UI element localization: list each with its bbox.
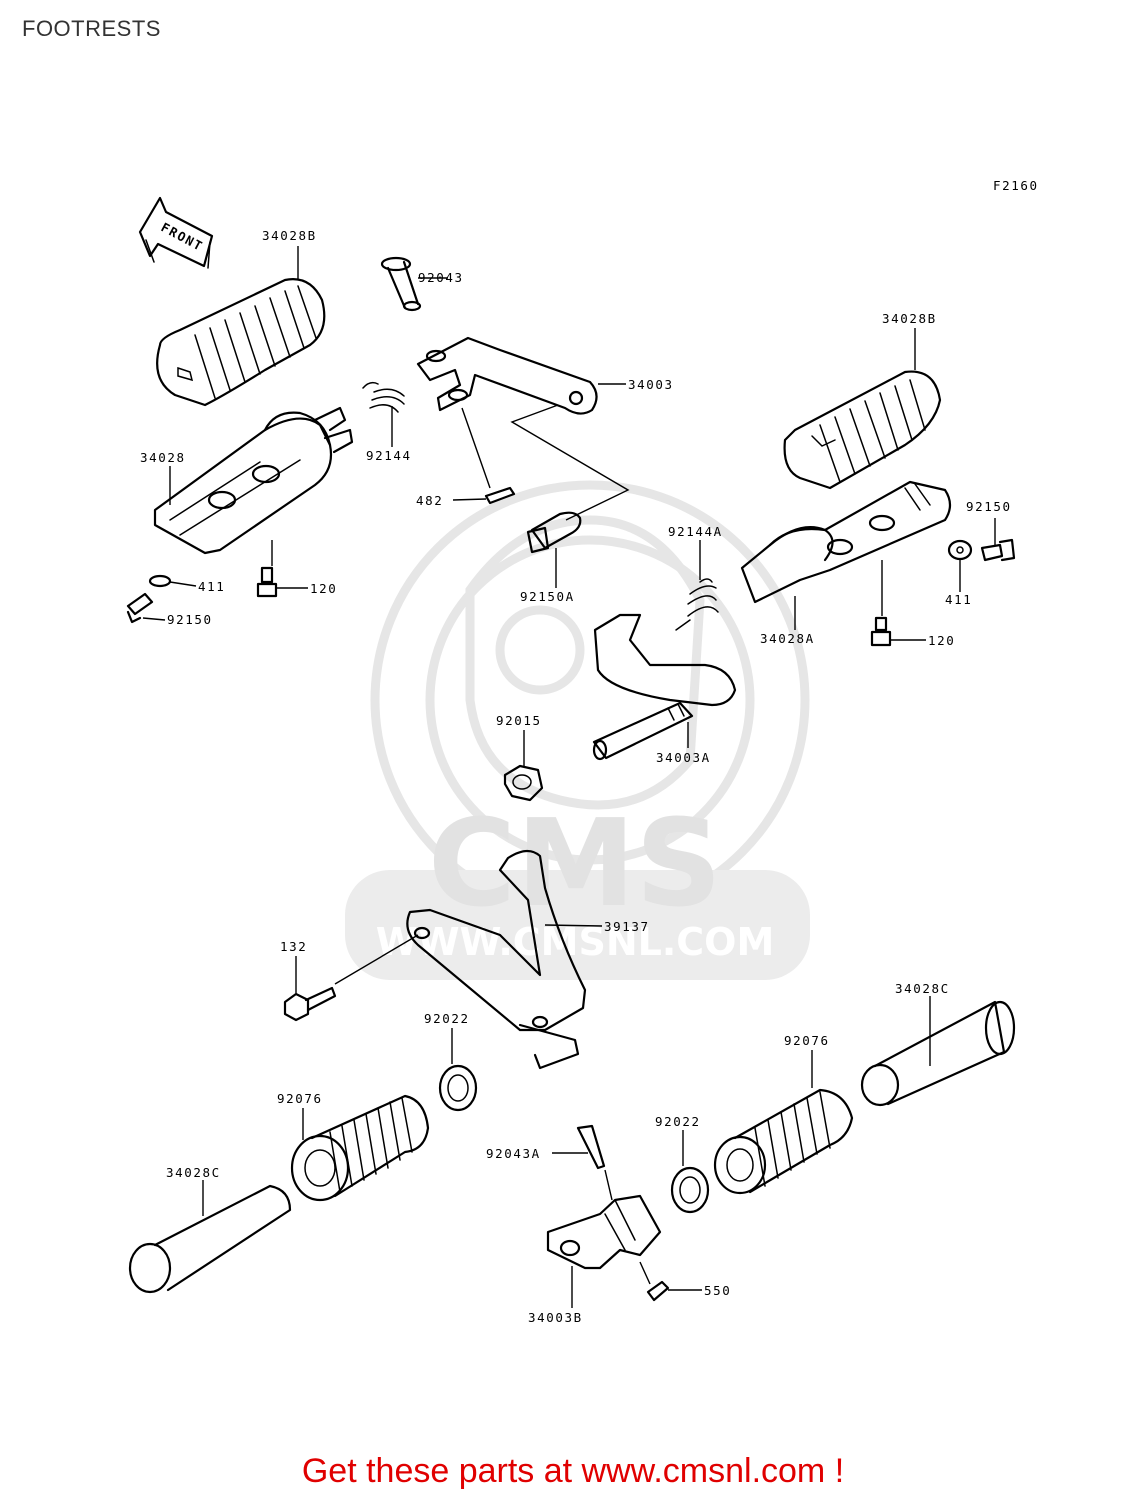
label-34028C-left: 34028C	[166, 1165, 221, 1180]
label-92015: 92015	[496, 713, 542, 728]
part-92043A-pin[interactable]	[576, 1124, 606, 1170]
label-132: 132	[280, 939, 307, 954]
label-92076-left: 92076	[277, 1091, 323, 1106]
part-92022-right-washer[interactable]	[670, 1166, 710, 1214]
label-92043: 92043	[418, 270, 464, 285]
label-34003A: 34003A	[656, 750, 711, 765]
part-92150-left-bolt[interactable]	[126, 592, 154, 624]
label-34028: 34028	[140, 450, 186, 465]
part-34028-left-footrest[interactable]	[153, 406, 354, 555]
watermark-logo-text: CMS	[428, 795, 722, 934]
part-34003B-bracket[interactable]	[546, 1194, 662, 1270]
part-92015-nut[interactable]	[503, 764, 544, 802]
part-92150-right-bolt[interactable]	[980, 538, 1016, 562]
label-92150-right: 92150	[966, 499, 1012, 514]
part-550-clip[interactable]	[646, 1280, 670, 1302]
part-482-clip[interactable]	[484, 486, 516, 505]
label-92144: 92144	[366, 448, 412, 463]
part-34028C-left-peg[interactable]	[128, 1184, 292, 1294]
part-labels: 34028B 92043 34003 34028B 34028 92144 48…	[140, 228, 1012, 1325]
part-34028B-right-rubber[interactable]	[783, 370, 942, 490]
part-92022-left-washer[interactable]	[438, 1064, 478, 1112]
page-title: FOOTRESTS	[22, 16, 161, 41]
label-482: 482	[416, 493, 443, 508]
label-34028C-right: 34028C	[895, 981, 950, 996]
label-92076-right: 92076	[784, 1033, 830, 1048]
label-411-right: 411	[945, 592, 972, 607]
label-92043A: 92043A	[486, 1146, 541, 1161]
part-34003-bracket[interactable]	[416, 336, 598, 415]
label-92144A: 92144A	[668, 524, 723, 539]
part-92150A-bolt[interactable]	[526, 511, 582, 554]
label-34028B-right: 34028B	[882, 311, 937, 326]
label-120-left: 120	[310, 581, 337, 596]
label-92150-left: 92150	[167, 612, 213, 627]
part-92043-pin[interactable]	[380, 256, 422, 312]
label-92022-left: 92022	[424, 1011, 470, 1026]
part-34003A-lever[interactable]	[592, 613, 737, 761]
label-550: 550	[704, 1283, 731, 1298]
watermark-url-text: WWW.CMSNL.COM	[376, 920, 775, 964]
part-120-left-bolt[interactable]	[256, 566, 278, 598]
part-92144-spring[interactable]	[362, 381, 405, 413]
footer-link[interactable]: Get these parts at www.cmsnl.com !	[301, 1452, 845, 1490]
part-411-right-washer[interactable]	[947, 539, 973, 561]
label-34028B-left: 34028B	[262, 228, 317, 243]
part-34028C-right-peg[interactable]	[860, 1000, 1016, 1107]
part-92144A-spring[interactable]	[675, 578, 719, 631]
label-411-left: 411	[198, 579, 225, 594]
label-92022-right: 92022	[655, 1114, 701, 1129]
part-34028A-right-footrest[interactable]	[740, 480, 952, 604]
label-34003B: 34003B	[528, 1310, 583, 1325]
part-411-left-washer[interactable]	[148, 574, 172, 588]
figure-code: F2160	[993, 178, 1039, 193]
label-39137: 39137	[604, 919, 650, 934]
part-120-right-bolt[interactable]	[870, 616, 892, 647]
label-120-right: 120	[928, 633, 955, 648]
leader-lines	[142, 246, 996, 1308]
label-34003: 34003	[628, 377, 674, 392]
part-132-bolt[interactable]	[283, 986, 337, 1022]
label-34028A: 34028A	[760, 631, 815, 646]
part-92076-right-rubber[interactable]	[713, 1088, 854, 1195]
label-92150A: 92150A	[520, 589, 575, 604]
cms-watermark: CMS WWW.CMSNL.COM	[345, 480, 810, 980]
part-34028B-left-rubber[interactable]	[156, 278, 326, 407]
part-92076-left-rubber[interactable]	[290, 1094, 430, 1202]
front-arrow-icon: FRONT	[138, 196, 214, 269]
